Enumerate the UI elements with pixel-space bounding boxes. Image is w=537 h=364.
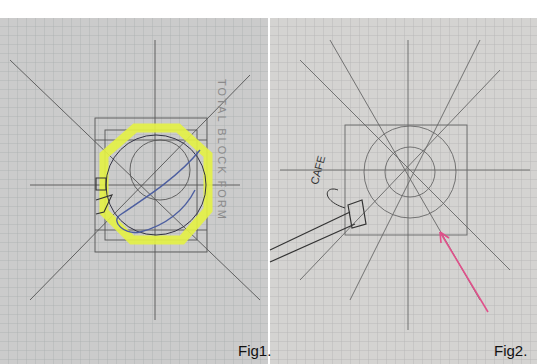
figure-label: Fig1. xyxy=(238,342,271,359)
figure-label: Fig2. xyxy=(494,342,527,359)
vertical-note: TOTAL BLOCK FORM xyxy=(216,79,228,221)
